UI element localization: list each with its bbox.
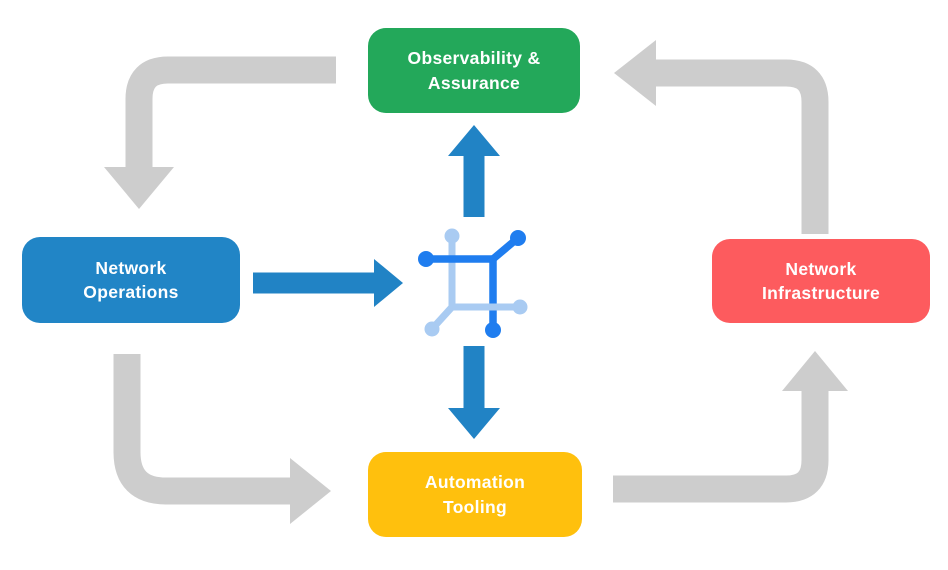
node-label-line: Tooling — [443, 496, 507, 517]
node-label-line: Observability & — [407, 48, 541, 69]
arrow-observability-to-operations — [104, 56, 336, 209]
node-label-line: Infrastructure — [762, 283, 880, 303]
node-automation-tooling: Automation Tooling — [368, 452, 582, 537]
node-label-line: Assurance — [427, 72, 521, 93]
node-label-line: Network — [785, 258, 857, 279]
arrow-automation-to-infrastructure — [613, 351, 848, 503]
arrow-center-to-observability — [448, 125, 500, 217]
node-label-line: Operations — [83, 282, 179, 302]
node-label-line: Automation — [424, 472, 526, 493]
arrow-center-to-automation — [448, 346, 500, 439]
network-fabric-icon — [418, 228, 528, 338]
node-network-operations: Network Operations — [22, 237, 240, 323]
arrow-infrastructure-to-observability — [614, 40, 829, 234]
arrow-operations-to-automation — [113, 354, 331, 524]
node-label-line: Network — [95, 257, 167, 278]
node-observability-assurance: Observability & Assurance — [368, 28, 580, 113]
arrow-operations-to-center — [253, 259, 403, 307]
node-network-infrastructure: Network Infrastructure — [712, 239, 930, 323]
